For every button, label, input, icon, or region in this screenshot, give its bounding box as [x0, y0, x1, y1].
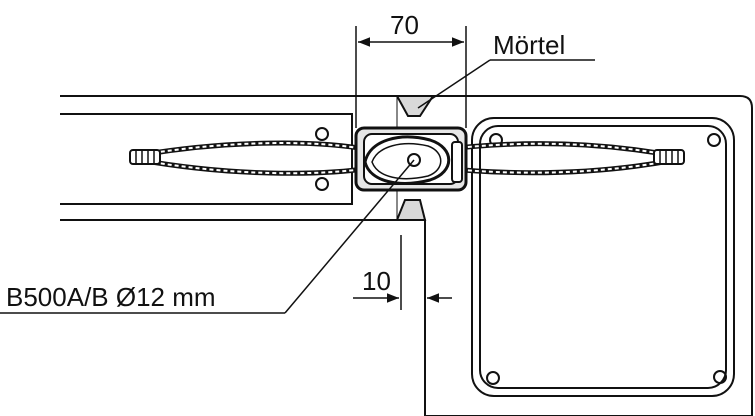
mortar-label: Mörtel	[493, 30, 565, 60]
rebar-callout: B500A/B Ø12 mm	[0, 159, 415, 314]
rope-ferrule-left	[129, 149, 161, 165]
left-wall-panel	[60, 95, 381, 221]
anchor-hole-bottom-left	[315, 177, 329, 191]
anchor-hole-top-left	[315, 127, 329, 141]
dimension-10-label: 10	[362, 266, 391, 296]
right-wall-panel	[378, 95, 753, 416]
rope-ferrule-right	[653, 149, 685, 165]
mortar-callout: Mörtel	[417, 30, 595, 109]
rebar-label: B500A/B Ø12 mm	[6, 282, 216, 312]
dimension-70: 70	[355, 10, 467, 128]
mortar-joint	[395, 95, 435, 221]
dimension-10: 10	[353, 235, 452, 310]
corner-bar-br	[713, 370, 727, 384]
corner-bar-tr	[707, 133, 721, 147]
corner-bar-bl	[486, 371, 500, 385]
reinforcement-cage	[471, 117, 735, 397]
wire-rope-loops	[139, 140, 676, 176]
dimension-70-label: 70	[390, 10, 419, 40]
